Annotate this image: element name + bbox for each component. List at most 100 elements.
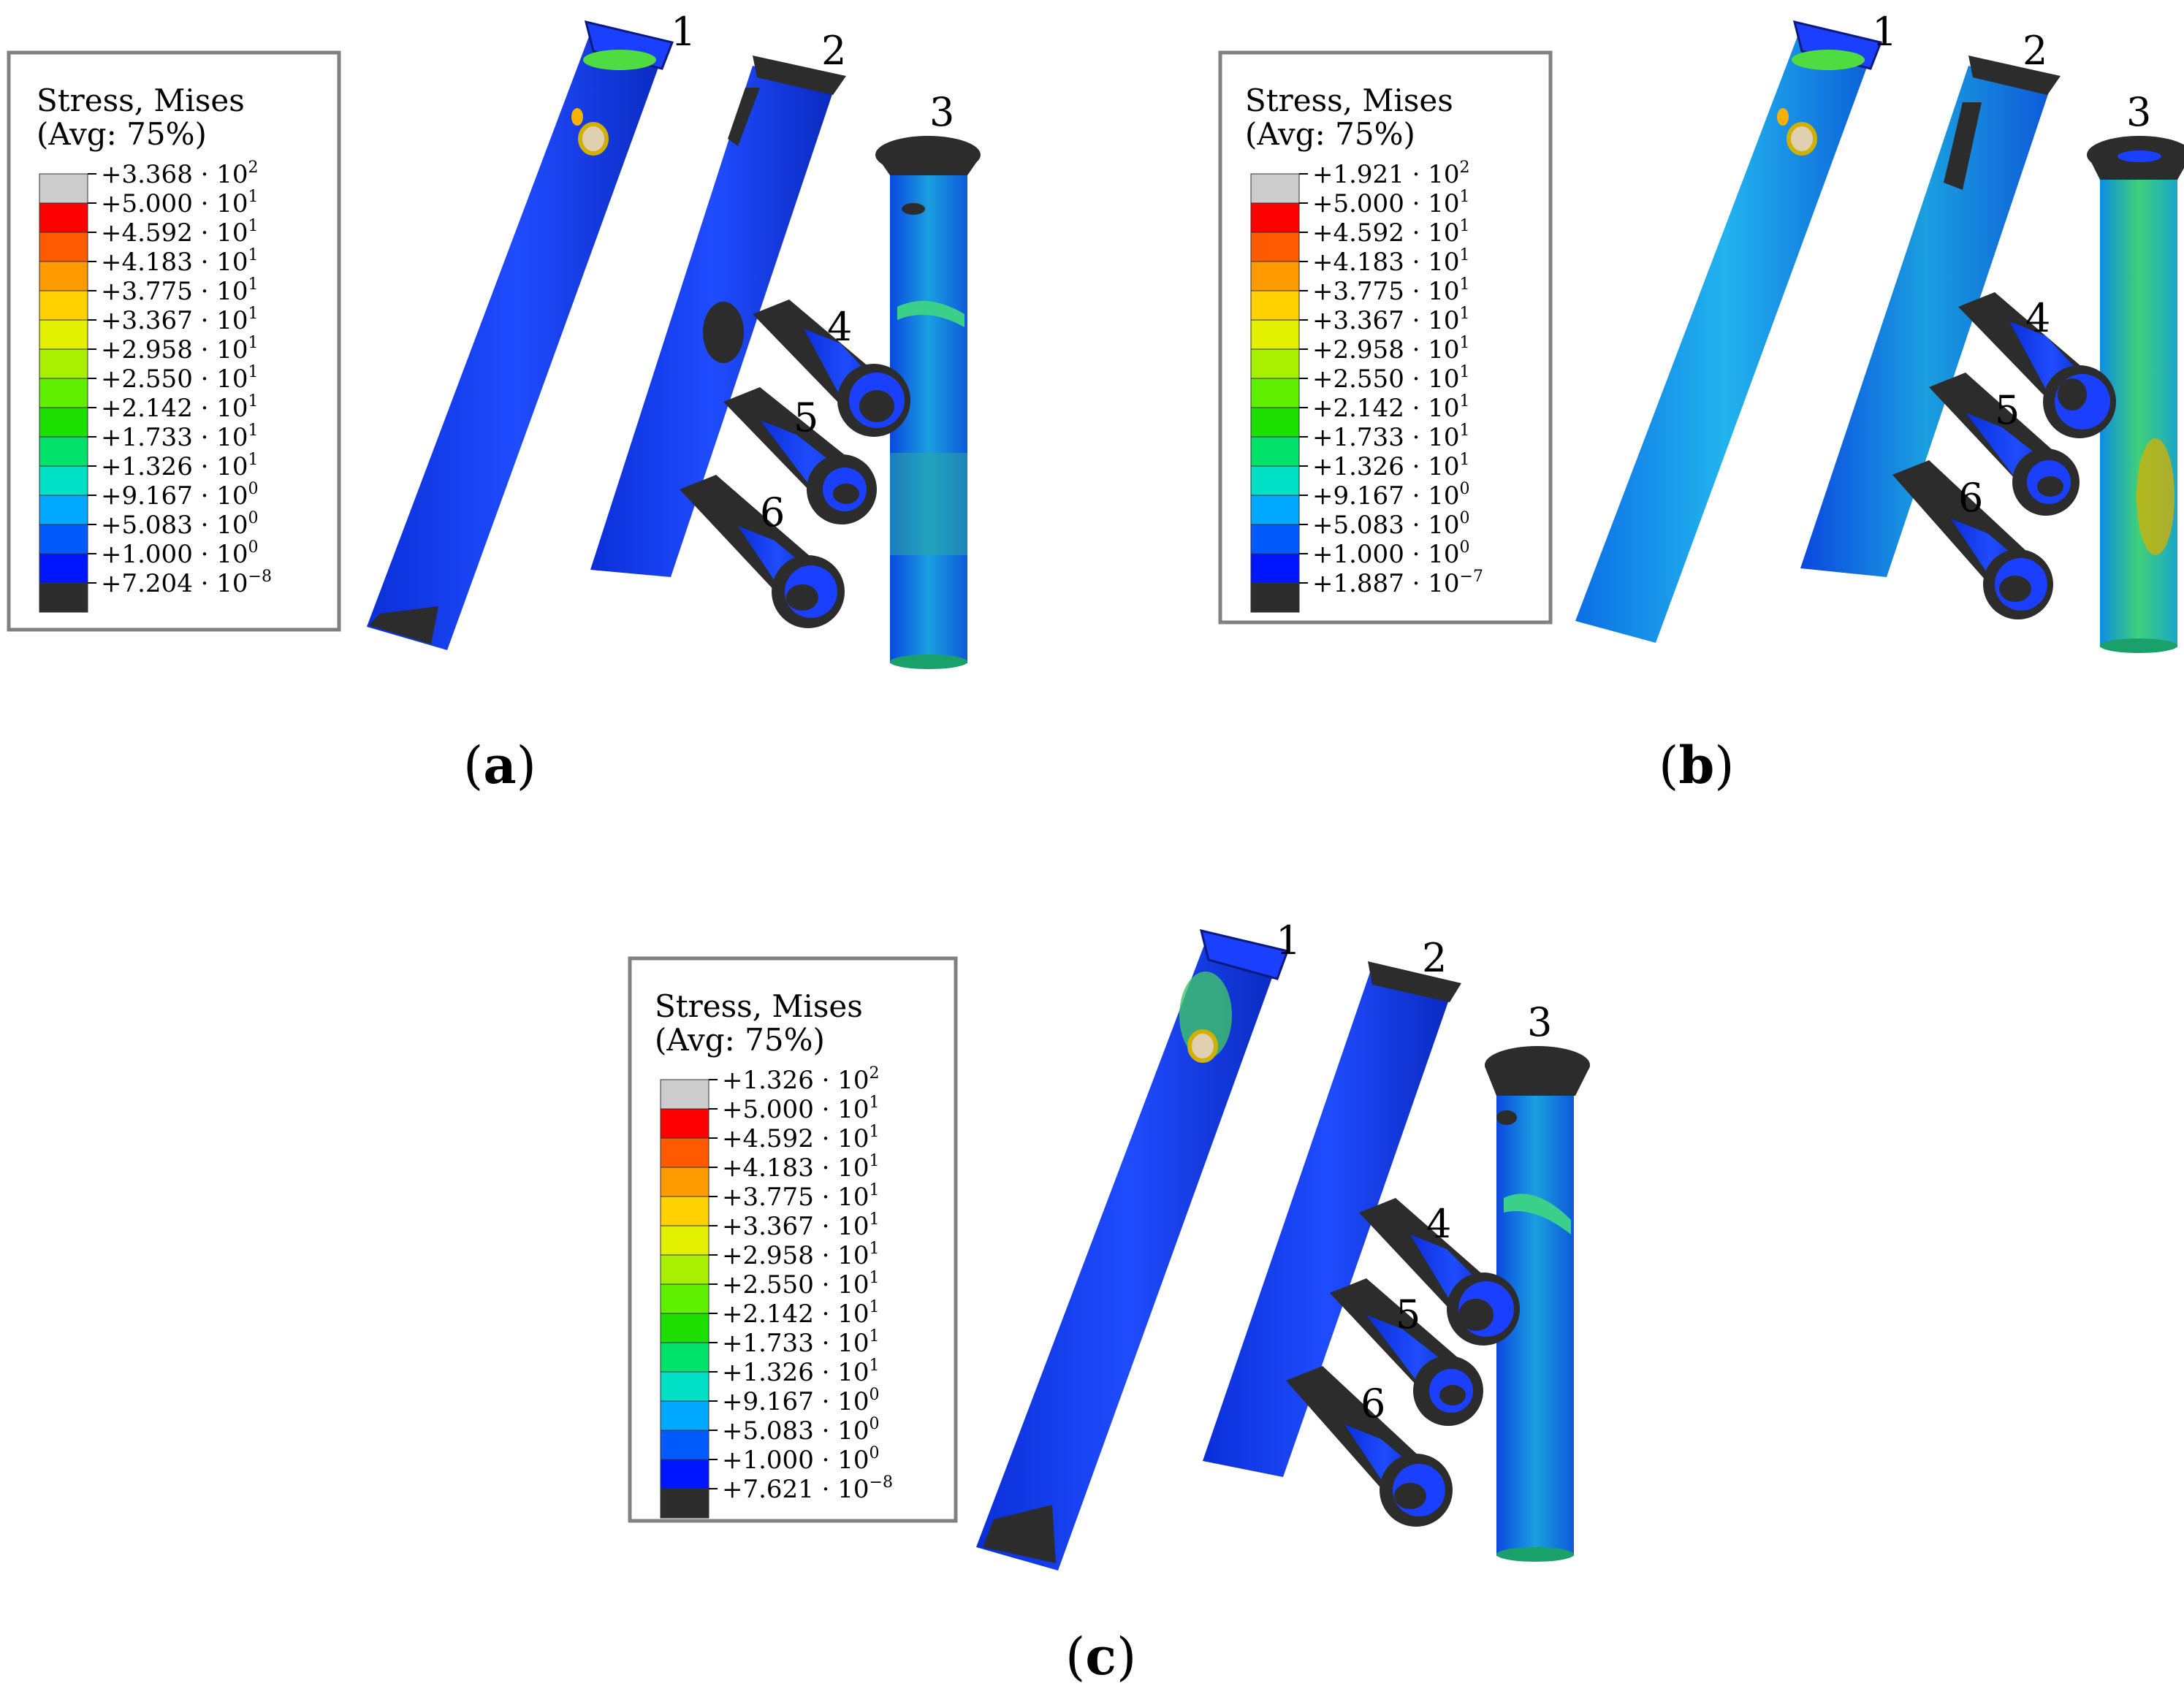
- part-label-2: 2: [821, 28, 846, 74]
- legend-value-exponent: 1: [870, 1356, 880, 1375]
- legend-value-exponent: 1: [870, 1327, 880, 1346]
- legend-value-exponent: 1: [1460, 275, 1470, 294]
- part-label-3: 3: [929, 89, 954, 135]
- legend-value-exponent: 1: [870, 1240, 880, 1258]
- legend-value-exponent: 0: [1460, 480, 1470, 498]
- legend-value-mantissa: +3.367 · 10: [722, 1212, 870, 1241]
- legend-band: [1250, 348, 1300, 379]
- part-label-5: 5: [794, 394, 818, 440]
- legend-value-exponent: 1: [1460, 392, 1470, 411]
- legend-band: [660, 1488, 709, 1519]
- legend-value-exponent: 1: [870, 1298, 880, 1316]
- legend-value: +1.733 · 101: [722, 1327, 880, 1358]
- legend-value-exponent: −8: [248, 568, 272, 586]
- part-label-5: 5: [1396, 1291, 1420, 1337]
- legend-value: +5.083 · 100: [1312, 509, 1470, 540]
- legend-value-exponent: 1: [1460, 334, 1470, 352]
- part-label-3: 3: [1527, 999, 1552, 1045]
- legend-value-mantissa: +5.000 · 10: [722, 1095, 870, 1124]
- legend-value-mantissa: +1.000 · 10: [722, 1446, 870, 1475]
- legend-band: [39, 436, 88, 467]
- legend-value-mantissa: +1.326 · 10: [101, 452, 248, 481]
- legend-value-mantissa: +5.083 · 10: [1312, 511, 1460, 540]
- part-label-4: 4: [827, 304, 852, 350]
- legend-value: +9.167 · 100: [1312, 480, 1470, 511]
- legend-value-mantissa: +2.142 · 10: [101, 394, 248, 423]
- legend-value-mantissa: +1.326 · 10: [722, 1358, 870, 1387]
- member-2: [590, 56, 846, 577]
- legend-value-mantissa: +3.775 · 10: [722, 1183, 870, 1212]
- legend-band: [1250, 582, 1300, 613]
- legend-value: +2.550 · 101: [1312, 363, 1470, 394]
- legend-value-mantissa: +2.958 · 10: [101, 335, 248, 365]
- legend-value-exponent: 0: [870, 1386, 880, 1404]
- legend-value-mantissa: +2.550 · 10: [101, 365, 248, 394]
- legend-value-exponent: 1: [248, 188, 259, 206]
- model-c: 1 2 3 4 5 6: [976, 917, 1590, 1571]
- legend-band: [660, 1254, 709, 1285]
- legend-c: Stress, Mises (Avg: 75%) +1.326 · 102+5.…: [628, 956, 958, 1523]
- legend-value: +2.958 · 101: [722, 1240, 880, 1270]
- legend-value: +1.326 · 101: [722, 1356, 880, 1387]
- legend-value-mantissa: +1.921 · 10: [1312, 160, 1460, 189]
- legend-band: [39, 378, 88, 408]
- legend-subtitle: (Avg: 75%): [1245, 116, 1415, 152]
- legend-value-mantissa: +2.550 · 10: [722, 1270, 870, 1300]
- legend-value-mantissa: +1.326 · 10: [722, 1066, 870, 1095]
- legend-value-exponent: 1: [1460, 246, 1470, 264]
- legend-color-bar: +1.326 · 102+5.000 · 101+4.592 · 101+4.1…: [660, 1064, 893, 1519]
- legend-value: +1.000 · 100: [101, 538, 259, 569]
- legend-value-mantissa: +9.167 · 10: [101, 481, 248, 511]
- legend-band: [39, 290, 88, 321]
- legend-value-mantissa: +2.142 · 10: [1312, 394, 1460, 423]
- legend-band: [1250, 436, 1300, 467]
- legend-band: [1250, 465, 1300, 496]
- legend-value-mantissa: +7.204 · 10: [101, 569, 248, 598]
- legend-band: [39, 495, 88, 525]
- legend-value-mantissa: +4.183 · 10: [722, 1153, 870, 1183]
- legend-band: [1250, 261, 1300, 291]
- legend-band: [39, 173, 88, 204]
- legend-value: +2.142 · 101: [101, 392, 259, 423]
- legend-value-mantissa: +2.958 · 10: [722, 1241, 870, 1270]
- member-6: [1286, 1366, 1453, 1527]
- legend-value: +3.367 · 101: [1312, 305, 1470, 335]
- legend-band: [39, 261, 88, 291]
- legend-value-exponent: 0: [1460, 509, 1470, 527]
- legend-band: [660, 1371, 709, 1402]
- legend-value: +9.167 · 100: [101, 480, 259, 511]
- panel-a: Stress, Mises (Avg: 75%) +3.368 · 102+5.…: [7, 9, 981, 795]
- legend-value-mantissa: +1.000 · 10: [1312, 540, 1460, 569]
- legend-value-mantissa: +3.367 · 10: [1312, 306, 1460, 335]
- member-1: [1575, 20, 1883, 643]
- legend-value-exponent: 1: [248, 392, 259, 411]
- panel-c: Stress, Mises (Avg: 75%) +1.326 · 102+5.…: [628, 917, 1590, 1687]
- legend-value-exponent: 0: [870, 1415, 880, 1433]
- legend-value: +1.887 · 10−7: [1312, 568, 1483, 598]
- legend-value-exponent: 1: [1460, 217, 1470, 235]
- legend-value: +3.367 · 101: [722, 1210, 880, 1241]
- legend-band: [660, 1342, 709, 1373]
- legend-value-exponent: 0: [248, 538, 259, 557]
- legend-band: [39, 582, 88, 613]
- part-label-2: 2: [2023, 28, 2047, 74]
- legend-value: +2.550 · 101: [101, 363, 259, 394]
- legend-value-exponent: 1: [1460, 305, 1470, 323]
- member-4: [1958, 292, 2116, 438]
- legend-band: [660, 1167, 709, 1197]
- legend-value-mantissa: +5.000 · 10: [1312, 189, 1460, 218]
- legend-band: [660, 1196, 709, 1226]
- legend-value: +3.775 · 101: [1312, 275, 1470, 306]
- legend-value-mantissa: +4.592 · 10: [722, 1124, 870, 1153]
- legend-value: +5.083 · 100: [101, 509, 259, 540]
- part-label-1: 1: [1872, 9, 1897, 55]
- legend-value-mantissa: +2.142 · 10: [722, 1300, 870, 1329]
- legend-value-mantissa: +2.958 · 10: [1312, 335, 1460, 365]
- legend-value-mantissa: +1.000 · 10: [101, 540, 248, 569]
- legend-value-mantissa: +5.083 · 10: [722, 1416, 870, 1446]
- legend-value: +1.000 · 100: [1312, 538, 1470, 569]
- legend-value-exponent: 1: [248, 275, 259, 294]
- legend-b: Stress, Mises (Avg: 75%) +1.921 · 102+5.…: [1218, 50, 1553, 625]
- legend-value-mantissa: +5.000 · 10: [101, 189, 248, 218]
